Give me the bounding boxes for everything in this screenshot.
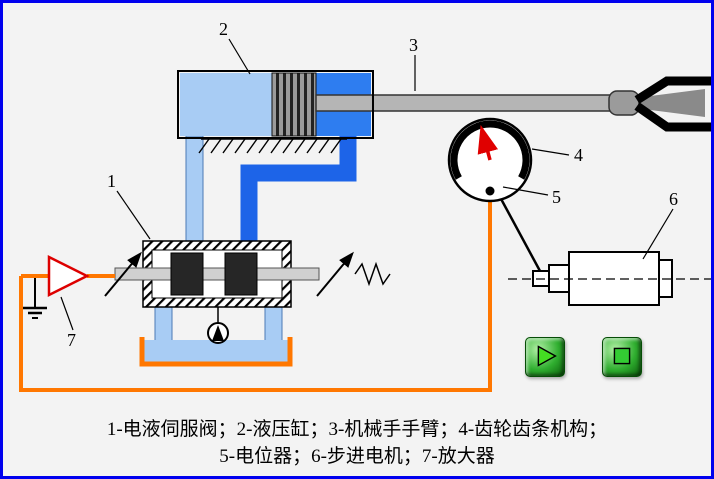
gripper-head (608, 90, 640, 116)
valve-spool-land-left (170, 252, 204, 296)
needle-pointer (477, 124, 499, 161)
leader-1 (116, 190, 151, 240)
gripper-wedge (635, 89, 705, 117)
leader-2 (228, 38, 251, 75)
gear-potentiometer (447, 117, 542, 272)
valve-spring-icon (354, 261, 391, 287)
pipe-return-left (154, 302, 173, 346)
mount-hatching (198, 138, 347, 154)
manipulator-gripper (608, 76, 711, 132)
gripper-finger-lower (634, 102, 711, 132)
servo-valve (104, 240, 391, 308)
stepper-motor (508, 251, 711, 306)
cylinder-outline (177, 70, 374, 139)
valve-actuator-arrow-right (316, 251, 354, 297)
ground-symbol (23, 278, 47, 319)
gauge-motor-link (498, 196, 542, 272)
amplifier-triangle (47, 254, 90, 298)
callout-2: 2 (219, 19, 228, 39)
tank-outline (139, 337, 293, 367)
tank-fluid (142, 340, 290, 364)
hydraulic-pipes (154, 135, 357, 346)
pipe-return-right (264, 302, 283, 346)
callout-6: 6 (669, 189, 678, 209)
valve-spool-shaft (114, 267, 320, 281)
callout-1: 1 (107, 171, 116, 191)
oil-tank (139, 337, 293, 367)
callout-5: 5 (552, 187, 561, 207)
cylinder-chamber-left (180, 73, 272, 136)
gripper-finger-upper (634, 76, 711, 104)
stop-button[interactable] (602, 337, 642, 377)
caption-line-2: 5-电位器；6-步进电机；7-放大器 (219, 446, 495, 467)
valve-spool-land-right (224, 252, 258, 296)
leader-5 (502, 186, 549, 196)
leader-7 (60, 296, 74, 331)
play-button[interactable] (525, 337, 565, 377)
feedback-wire (19, 199, 492, 392)
callout-4: 4 (574, 145, 583, 165)
hydraulic-cylinder (177, 70, 632, 154)
valve-actuator-arrow-left (104, 251, 142, 297)
leader-6 (642, 208, 674, 260)
figure-caption: 1-电液伺服阀；2-液压缸；3-机械手手臂；4-齿轮齿条机构； 5-电位器；6-… (3, 416, 711, 470)
pump-symbol (207, 305, 229, 344)
amplifier-circuit (19, 199, 492, 392)
callout-3: 3 (409, 35, 418, 55)
callout-7: 7 (67, 330, 76, 350)
potentiometer-track-arc (450, 120, 530, 180)
wiper-dot (485, 186, 495, 196)
leader-4 (531, 148, 570, 156)
piston-rod-arm (315, 94, 632, 112)
pipe-blue-elbow (240, 136, 357, 245)
caption-line-1: 1-电液伺服阀；2-液压缸；3-机械手手臂；4-齿轮齿条机构； (106, 419, 608, 440)
pipe-left-light (185, 135, 204, 247)
piston (271, 72, 317, 137)
hydraulic-servo-diagram: 1 2 3 4 5 6 7 (19, 19, 711, 392)
callouts: 1 2 3 4 5 6 7 (60, 19, 678, 350)
stop-icon (613, 347, 631, 365)
play-icon (537, 345, 557, 367)
